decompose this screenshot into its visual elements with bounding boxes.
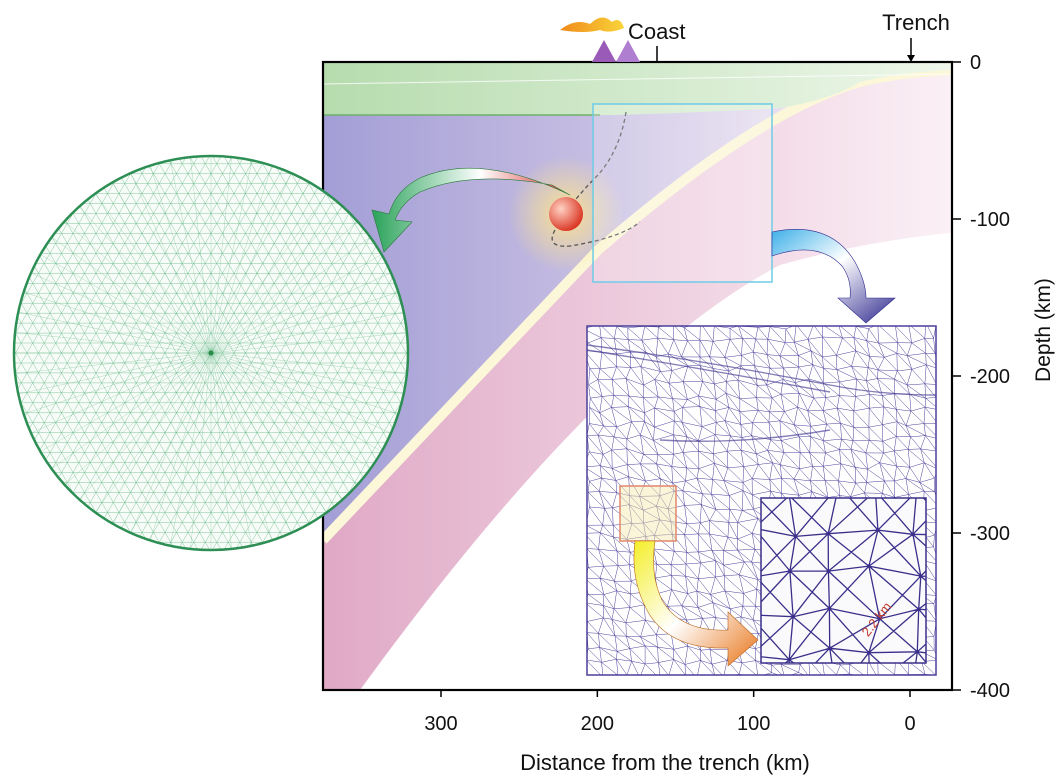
zoom-box-cyan [592,103,773,283]
arrow-to-small-mesh [633,540,759,667]
y-tick-label: -300 [970,523,1010,545]
x-tick-label: 100 [737,713,770,735]
y-tick-label: -200 [970,366,1010,388]
x-axis-ticks: 300 200 100 0 [424,690,916,735]
overriding-crust [323,62,952,115]
y-tick-label: -100 [970,209,1010,231]
volcano-2-icon [616,40,640,62]
y-axis-title: Depth (km) [1032,278,1055,382]
mesh-center-node [208,350,214,356]
x-axis-title: Distance from the trench (km) [520,750,810,775]
y-tick-label: -400 [970,680,1010,702]
volcano-1-icon [592,40,616,62]
x-tick-label: 300 [424,713,457,735]
arrow-to-large-mesh [771,229,896,324]
circular-mesh [12,154,410,552]
trench-arrow-icon [907,55,915,62]
hotspot-ball [549,197,583,231]
coast-label: Coast [628,19,685,44]
mantle-wedge [323,82,860,540]
y-tick-label: 0 [970,52,981,74]
subducting-slab [323,72,952,690]
zoom-box-orange [619,485,677,542]
mesh-inset-small: 2.2 km [760,497,927,664]
arrow-to-circular-mesh [371,167,571,253]
trench-label: Trench [882,10,950,35]
x-tick-label: 0 [904,713,915,735]
volcano-flames [560,17,624,32]
y-axis-ticks: 0 -100 -200 -300 -400 [952,52,1010,702]
dashed-trajectory [551,111,641,247]
x-tick-label: 200 [581,713,614,735]
